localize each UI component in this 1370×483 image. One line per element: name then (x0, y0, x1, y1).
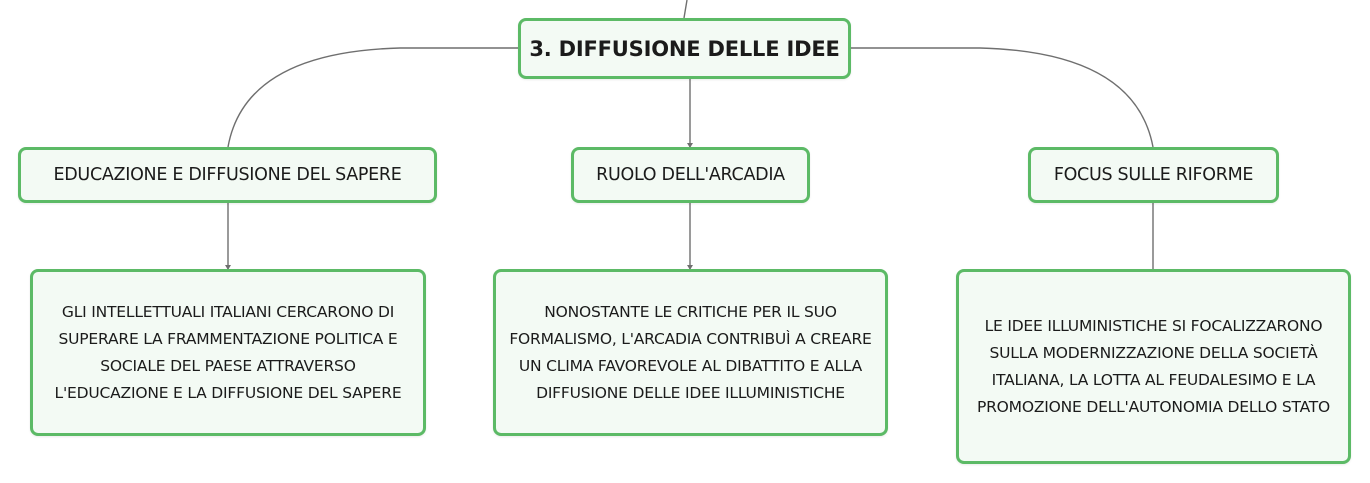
topic-label-arcadia: RUOLO DELL'ARCADIA (596, 165, 785, 185)
root-topic-node[interactable]: 3. DIFFUSIONE DELLE IDEE (518, 18, 851, 79)
topic-label-riforme: FOCUS SULLE RIFORME (1053, 165, 1254, 185)
arrowhead-topic-2 (687, 143, 693, 148)
topic-node-riforme[interactable]: FOCUS SULLE RIFORME (1028, 147, 1279, 203)
topic-label-educazione: EDUCAZIONE E DIFFUSIONE DEL SAPERE (53, 165, 402, 185)
connector-root-to-topic-1 (227, 47, 518, 148)
arrowhead-detail-1 (225, 265, 231, 270)
detail-node-riforme[interactable]: LE IDEE ILLUMINISTICHE SI FOCALIZZARONO … (956, 269, 1351, 464)
detail-text-educazione: GLI INTELLETTUALI ITALIANI CERCARONO DI … (54, 302, 402, 402)
connector-parent-to-root (683, 0, 688, 19)
arrowhead-detail-2 (687, 265, 693, 270)
detail-text-arcadia: NONOSTANTE LE CRITICHE PER IL SUO FORMAL… (509, 302, 872, 402)
topic-node-arcadia[interactable]: RUOLO DELL'ARCADIA (571, 147, 810, 203)
detail-text-riforme: LE IDEE ILLUMINISTICHE SI FOCALIZZARONO … (976, 316, 1331, 416)
detail-node-educazione[interactable]: GLI INTELLETTUALI ITALIANI CERCARONO DI … (30, 269, 426, 436)
topic-node-educazione[interactable]: EDUCAZIONE E DIFFUSIONE DEL SAPERE (18, 147, 437, 203)
connector-root-to-topic-3 (851, 47, 1154, 148)
detail-node-arcadia[interactable]: NONOSTANTE LE CRITICHE PER IL SUO FORMAL… (493, 269, 888, 436)
root-topic-label: 3. DIFFUSIONE DELLE IDEE (529, 36, 840, 61)
